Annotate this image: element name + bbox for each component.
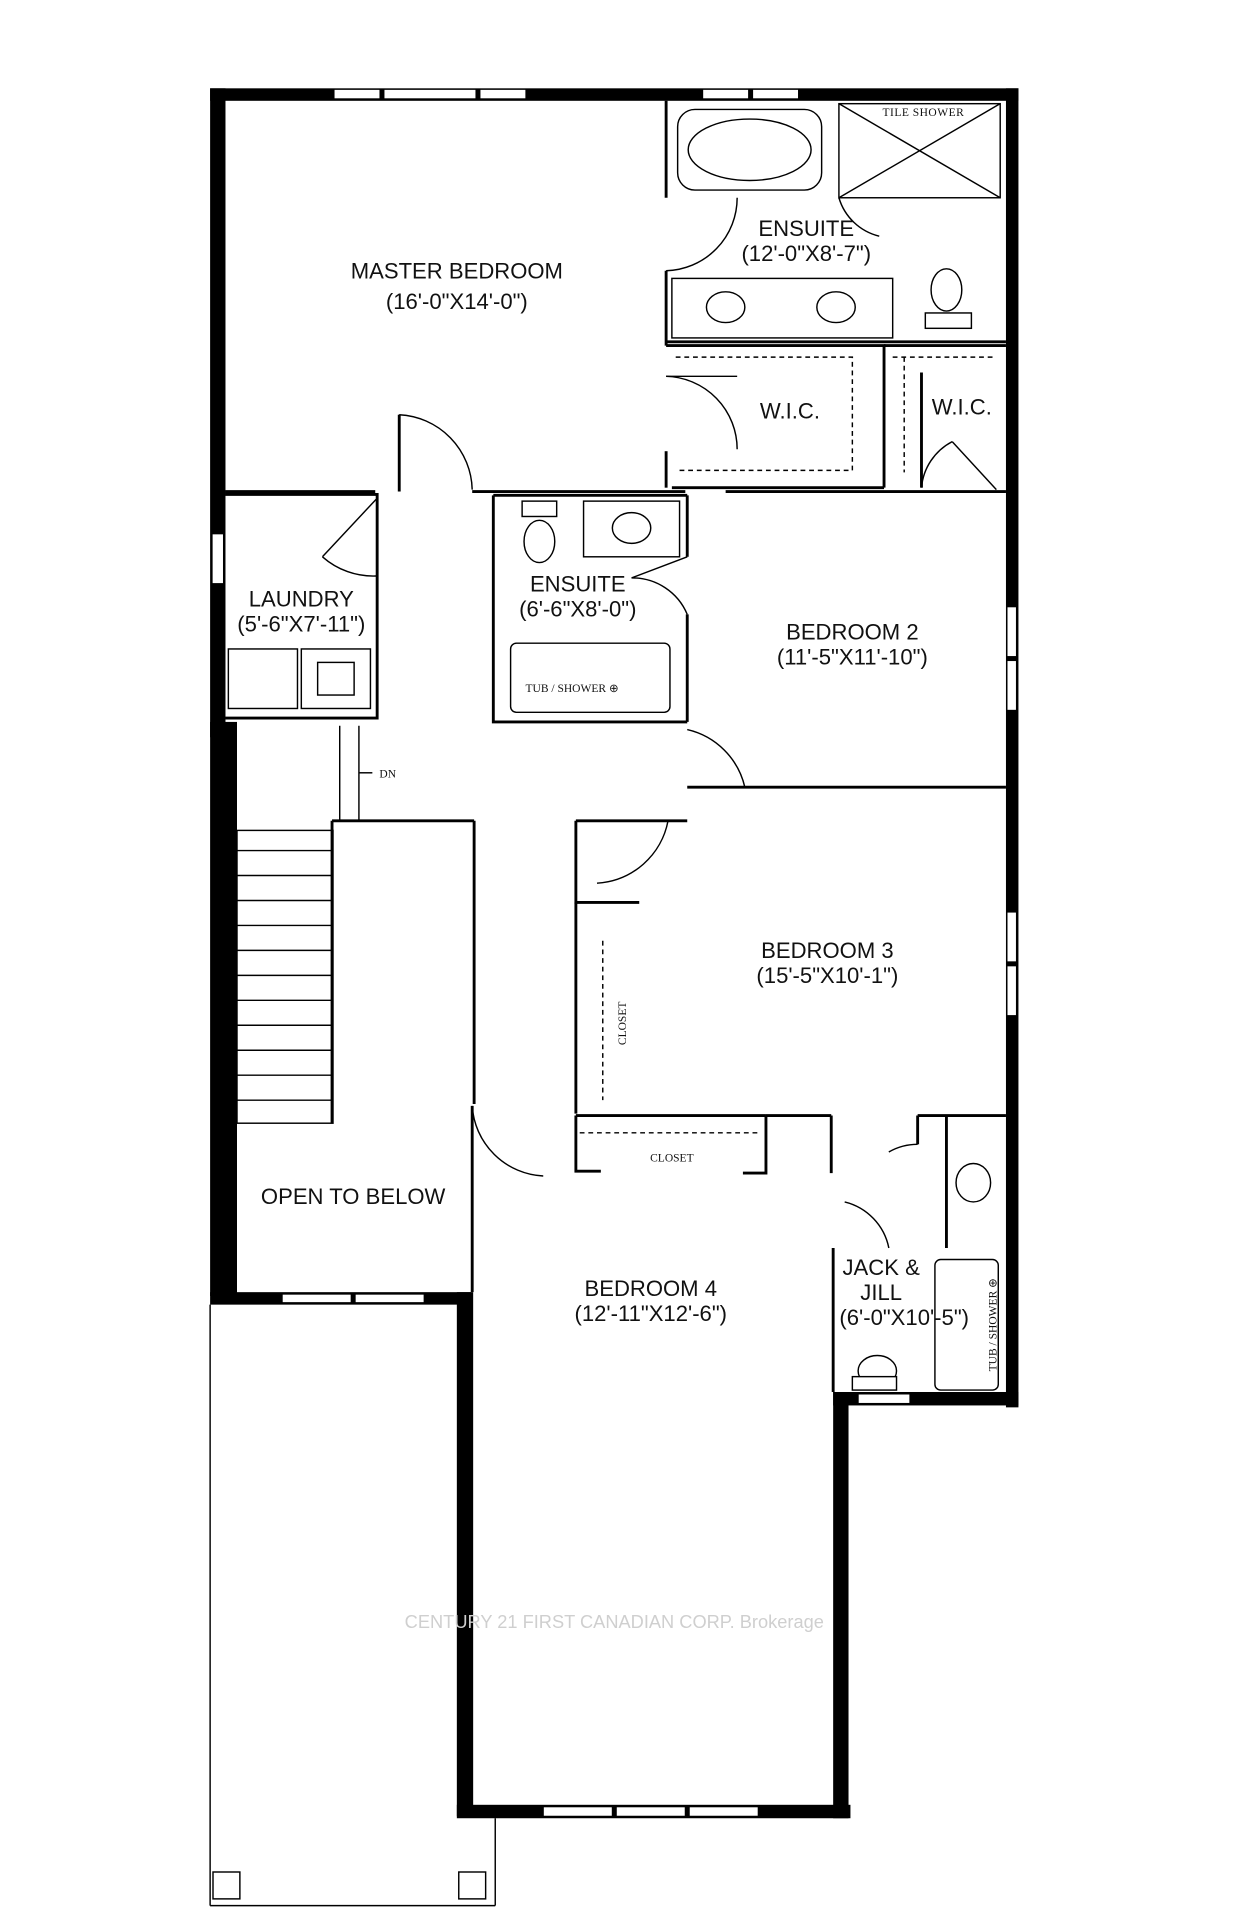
open-to-below-name: OPEN TO BELOW (261, 1184, 446, 1209)
master-bedroom-dims: (16'-0"X14'-0") (386, 289, 528, 314)
stairs (236, 725, 373, 1124)
master-ensuite-name: ENSUITE (758, 216, 854, 241)
bedroom-4-name: BEDROOM 4 (585, 1276, 718, 1301)
tile-shower-label: TILE SHOWER (883, 107, 965, 119)
closet-dashes (579, 356, 997, 1134)
porch-outline (209, 1304, 496, 1907)
bedroom-3-name: BEDROOM 3 (761, 938, 894, 963)
bedroom-2-dims: (11'-5"X11'-10") (777, 644, 928, 669)
fixtures (212, 102, 1001, 1900)
master-ensuite-dims: (12'-0"X8'-7") (741, 241, 871, 266)
wic-1-name: W.I.C. (760, 399, 820, 424)
bedroom-2-name: BEDROOM 2 (786, 619, 919, 644)
wic-2-name: W.I.C. (932, 395, 992, 420)
bedroom-4-dims: (12'-11"X12'-6") (574, 1301, 727, 1326)
tub-shower-2-label: TUB / SHOWER ⊕ (987, 1278, 999, 1371)
jack-jill-name-1: JACK & (843, 1255, 921, 1280)
fixture-labels: TILE SHOWER TUB / SHOWER ⊕ TUB / SHOWER … (379, 107, 999, 1371)
window-laundry (211, 533, 225, 585)
interior-walls (225, 100, 1006, 1392)
laundry-name: LAUNDRY (249, 587, 354, 612)
ensuite-2-name: ENSUITE (530, 571, 626, 596)
windows-south (281, 1293, 911, 1817)
door-swings (321, 197, 997, 1249)
stair-direction-label: DN (379, 769, 396, 781)
laundry-dims: (5'-6"X7'-11") (237, 612, 365, 637)
brokerage-watermark: CENTURY 21 FIRST CANADIAN CORP. Brokerag… (405, 1611, 824, 1632)
room-labels: MASTER BEDROOM (16'-0"X14'-0") ENSUITE (… (237, 216, 992, 1330)
jack-jill-name-2: JILL (860, 1280, 902, 1305)
windows-north (333, 88, 800, 100)
jack-jill-dims: (6'-0"X10'-5") (839, 1305, 969, 1330)
windows-east (1006, 606, 1018, 1017)
closet-horizontal-label: CLOSET (650, 1153, 694, 1165)
closet-vertical-label: CLOSET (617, 1002, 629, 1046)
master-bedroom-name: MASTER BEDROOM (351, 258, 563, 283)
ensuite-2-dims: (6'-6"X8'-0") (519, 596, 636, 621)
bedroom-3-dims: (15'-5"X10'-1") (756, 963, 898, 988)
tub-shower-1-label: TUB / SHOWER ⊕ (525, 683, 618, 695)
